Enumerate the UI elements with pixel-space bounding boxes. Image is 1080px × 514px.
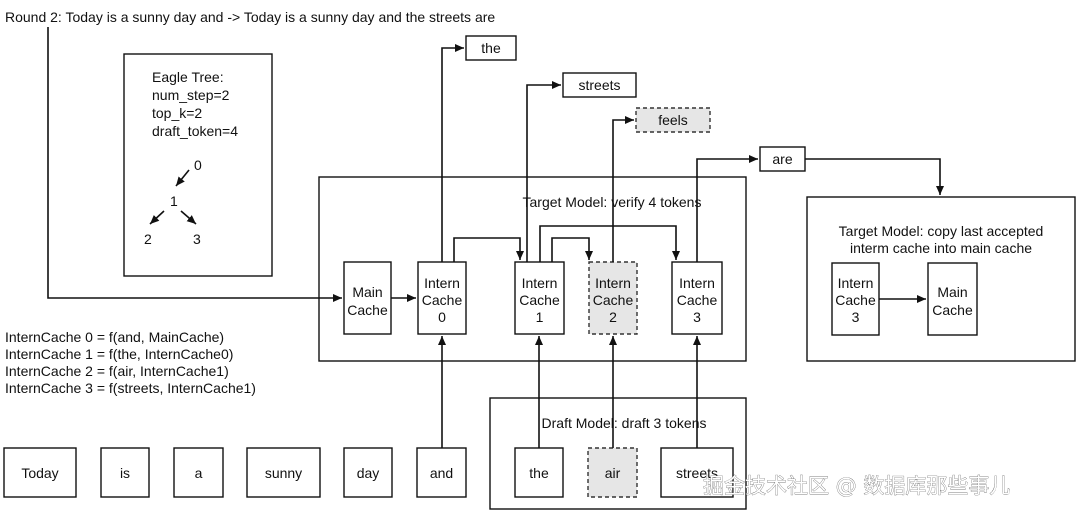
copy-dest-main-cache: Main Cache — [927, 262, 978, 336]
draft-token-air: air — [587, 447, 638, 498]
formula-3: InternCache 3 = f(streets, InternCache1) — [5, 380, 256, 396]
copy-panel-title-line2: interm cache into main cache — [850, 240, 1032, 256]
svg-text:is: is — [120, 465, 130, 481]
svg-text:streets: streets — [578, 77, 620, 93]
arrow-cache1-to-cache2 — [551, 237, 593, 262]
tree-node-3: 3 — [193, 231, 201, 247]
tree-edge-1-3 — [180, 210, 197, 225]
svg-text:sunny: sunny — [265, 465, 302, 481]
tree-edge-0-1 — [175, 169, 190, 187]
round-title: Round 2: Today is a sunny day and -> Tod… — [5, 9, 495, 25]
target-model-title: Target Model: verify 4 tokens — [523, 194, 702, 210]
eagle-param-num-step: num_step=2 — [152, 87, 230, 103]
svg-text:Cache: Cache — [519, 292, 560, 308]
intern-cache-2-box: Intern Cache 2 — [588, 261, 638, 335]
tree-edge-1-2 — [149, 210, 165, 225]
svg-text:the: the — [481, 40, 501, 56]
svg-text:are: are — [772, 151, 792, 167]
formula-0: InternCache 0 = f(and, MainCache) — [5, 329, 224, 345]
output-token-the: the — [465, 35, 517, 61]
svg-text:3: 3 — [693, 309, 701, 325]
formula-2: InternCache 2 = f(air, InternCache1) — [5, 363, 229, 379]
intern-cache-3-box: Intern Cache 3 — [671, 261, 723, 335]
svg-text:Cache: Cache — [677, 292, 718, 308]
svg-text:0: 0 — [438, 309, 446, 325]
input-token-sunny: sunny — [246, 447, 321, 498]
svg-text:Cache: Cache — [932, 302, 973, 318]
copy-panel-title-line1: Target Model: copy last accepted — [839, 223, 1044, 239]
svg-text:Cache: Cache — [835, 292, 876, 308]
output-token-streets: streets — [562, 72, 637, 98]
output-token-feels: feels — [635, 107, 711, 133]
tree-node-1: 1 — [170, 193, 178, 209]
svg-text:Cache: Cache — [422, 292, 463, 308]
svg-text:3: 3 — [852, 309, 860, 325]
svg-text:Intern: Intern — [522, 275, 558, 291]
svg-text:streets: streets — [676, 465, 718, 481]
svg-text:air: air — [605, 465, 621, 481]
svg-text:Main: Main — [352, 284, 382, 300]
target-model-panel: Target Model: verify 4 tokens Main Cache… — [318, 176, 747, 362]
copy-source-intern-cache-3: Intern Cache 3 — [831, 262, 880, 336]
eagle-tree-title: Eagle Tree: — [152, 69, 224, 85]
main-cache-box: Main Cache — [343, 261, 392, 335]
watermark: 掘金技术社区 @ 数据库那些事儿 — [703, 474, 1010, 498]
input-token-and: and — [416, 447, 467, 498]
svg-text:2: 2 — [609, 309, 617, 325]
arrow-cache0-to-the — [441, 44, 464, 262]
svg-text:1: 1 — [536, 309, 544, 325]
svg-text:Main: Main — [937, 284, 967, 300]
connectors — [47, 27, 944, 448]
formula-list: InternCache 0 = f(and, MainCache) Intern… — [5, 329, 256, 396]
arrow-cache2-to-feels — [612, 116, 634, 262]
draft-token-the: the — [514, 447, 564, 498]
svg-text:Cache: Cache — [347, 302, 388, 318]
svg-text:Intern: Intern — [838, 275, 874, 291]
svg-text:and: and — [430, 465, 453, 481]
tree-node-2: 2 — [144, 231, 152, 247]
svg-text:day: day — [357, 465, 380, 481]
arrow-cache0-to-cache1 — [453, 237, 524, 262]
output-token-are: are — [759, 146, 806, 172]
input-token-today: Today — [3, 447, 77, 498]
input-token-day: day — [343, 447, 393, 498]
arrow-cache1-to-cache3 — [539, 225, 680, 262]
draft-model-title: Draft Model: draft 3 tokens — [542, 415, 707, 431]
svg-text:Intern: Intern — [595, 275, 631, 291]
eagle-tree-panel: Eagle Tree: num_step=2 top_k=2 draft_tok… — [123, 53, 273, 277]
svg-text:Cache: Cache — [593, 292, 634, 308]
eagle-param-top-k: top_k=2 — [152, 105, 202, 121]
draft-model-panel: Draft Model: draft 3 tokens the air stre… — [489, 397, 747, 510]
input-token-a: a — [173, 447, 224, 498]
intern-cache-0-box: Intern Cache 0 — [417, 261, 467, 335]
svg-text:Intern: Intern — [679, 275, 715, 291]
eagle-param-draft-token: draft_token=4 — [152, 123, 238, 139]
svg-text:Today: Today — [21, 465, 58, 481]
arrow-cache3-to-are — [696, 155, 758, 262]
tree-node-0: 0 — [194, 157, 202, 173]
input-token-is: is — [100, 447, 150, 498]
arrow-cache1-to-streets — [526, 81, 561, 262]
svg-text:the: the — [529, 465, 549, 481]
svg-text:a: a — [195, 465, 203, 481]
draft-token-streets: streets — [660, 447, 734, 498]
arrow-round-to-main-cache — [47, 27, 342, 302]
intern-cache-1-box: Intern Cache 1 — [514, 261, 565, 335]
copy-panel: Target Model: copy last accepted interm … — [806, 196, 1076, 362]
svg-text:Intern: Intern — [424, 275, 460, 291]
formula-1: InternCache 1 = f(the, InternCache0) — [5, 346, 233, 362]
arrow-are-to-copy-panel — [805, 158, 944, 195]
svg-text:feels: feels — [658, 112, 688, 128]
